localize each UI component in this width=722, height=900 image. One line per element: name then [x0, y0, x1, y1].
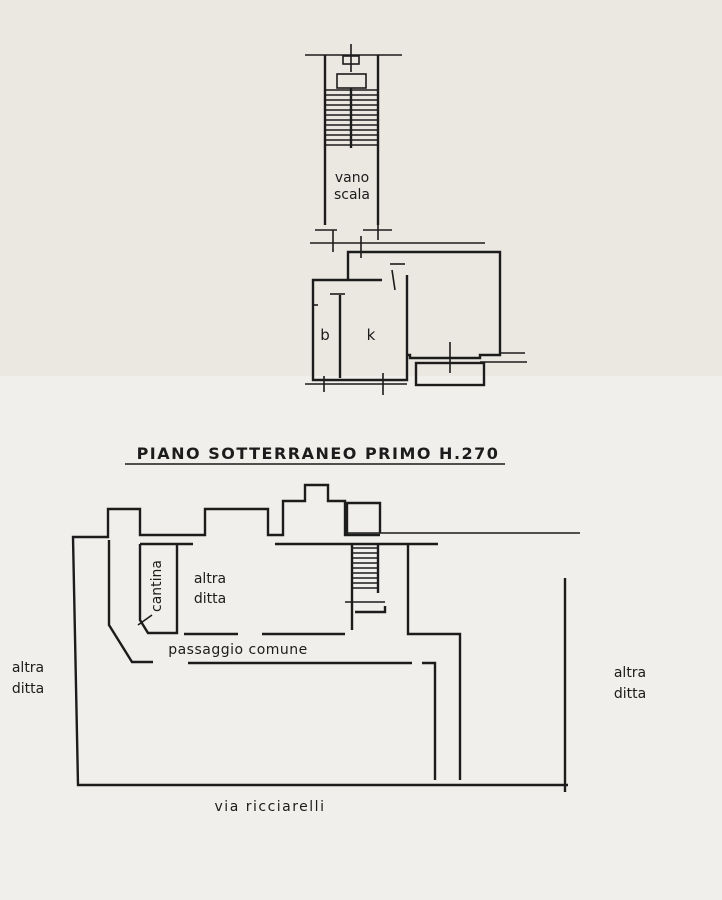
stairs-lower [352, 547, 378, 589]
room-label-b: b [320, 326, 330, 344]
upper-plan: vano scala b k [305, 44, 527, 395]
right-neighbor-label-2: ditta [614, 686, 646, 702]
left-neighbor-label-2: ditta [12, 681, 44, 697]
left-neighbor-label-1: altra [12, 660, 44, 676]
passage-label: passaggio comune [168, 642, 308, 658]
plan-title: PIANO SOTTERRANEO PRIMO H.270 [137, 444, 500, 463]
room-label-altra: altra [194, 571, 226, 587]
lower-plan: cantina altra ditta passaggio comune alt… [12, 483, 646, 815]
stair-label-vano: vano [335, 170, 369, 186]
room-label-k: k [367, 326, 376, 344]
street-label: via ricciarelli [215, 799, 326, 815]
right-neighbor-label-1: altra [614, 665, 646, 681]
stair-label-scala: scala [334, 187, 370, 203]
room-label-cantina: cantina [149, 560, 165, 612]
room-label-ditta: ditta [194, 591, 226, 607]
